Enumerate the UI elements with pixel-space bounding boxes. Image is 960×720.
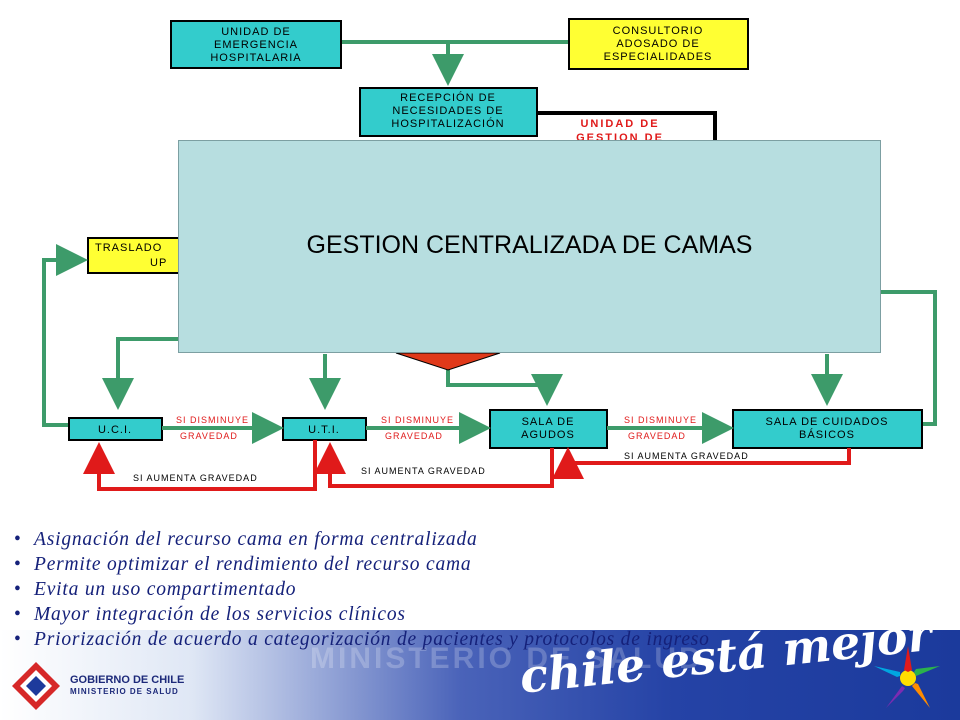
connector-recepcion-gestion xyxy=(537,111,717,140)
box-agudos: SALA DE AGUDOS xyxy=(489,409,608,449)
svg-text:UNIDAD DE: UNIDAD DE xyxy=(580,118,659,130)
box-uti: U.T.I. xyxy=(282,417,367,441)
svg-text:SI DISMINUYE: SI DISMINUYE xyxy=(176,415,249,425)
svg-text:SI DISMINUYE: SI DISMINUYE xyxy=(381,415,454,425)
svg-text:ADOSADO DE: ADOSADO DE xyxy=(616,38,699,50)
svg-text:RECEPCIÓN DE: RECEPCIÓN DE xyxy=(400,91,496,104)
svg-text:GRAVEDAD: GRAVEDAD xyxy=(180,431,238,441)
svg-text:CONSULTORIO: CONSULTORIO xyxy=(613,25,704,37)
svg-text:SALA DE CUIDADOS: SALA DE CUIDADOS xyxy=(766,416,889,428)
label-aumenta-1: SI AUMENTA GRAVEDAD xyxy=(133,473,258,483)
arrow-to-agudos xyxy=(446,366,563,406)
arrow-uci-to-traslado xyxy=(42,244,88,427)
label-disminuye-1: SI DISMINUYE xyxy=(176,415,249,425)
svg-text:U.C.I.: U.C.I. xyxy=(98,424,132,436)
svg-text:SI DISMINUYE: SI DISMINUYE xyxy=(624,415,697,425)
svg-text:HOSPITALARIA: HOSPITALARIA xyxy=(210,52,301,64)
bullet-item: Mayor integración de los servicios clíni… xyxy=(14,602,710,627)
svg-text:NECESIDADES DE: NECESIDADES DE xyxy=(392,105,503,117)
box-recepcion: RECEPCIÓN DE NECESIDADES DE HOSPITALIZAC… xyxy=(359,87,538,137)
svg-text:GRAVEDAD: GRAVEDAD xyxy=(385,431,443,441)
overlay-panel: GESTION CENTRALIZADA DE CAMAS xyxy=(178,140,881,353)
label-gravedad-1: GRAVEDAD xyxy=(180,431,238,441)
svg-text:U.T.I.: U.T.I. xyxy=(308,424,340,436)
svg-text:EMERGENCIA: EMERGENCIA xyxy=(214,39,298,51)
org-line1: GOBIERNO DE CHILE xyxy=(70,674,185,686)
bullet-item: Priorización de acuerdo a categorización… xyxy=(14,627,710,652)
arrow-to-uci xyxy=(102,337,178,410)
label-disminuye-2: SI DISMINUYE GRAVEDAD xyxy=(381,415,454,441)
bullet-item: Evita un uso compartimentado xyxy=(14,577,710,602)
svg-text:UP: UP xyxy=(150,257,167,269)
box-emergencia: UNIDAD DE EMERGENCIA HOSPITALARIA xyxy=(170,20,342,69)
box-consultorio: CONSULTORIO ADOSADO DE ESPECIALIDADES xyxy=(568,18,749,70)
svg-text:AGUDOS: AGUDOS xyxy=(521,429,575,441)
aumenta-arrows xyxy=(83,440,851,491)
star-logo-icon xyxy=(874,646,940,708)
svg-text:GRAVEDAD: GRAVEDAD xyxy=(628,431,686,441)
svg-text:UNIDAD DE: UNIDAD DE xyxy=(221,26,291,38)
gobierno-logo-icon xyxy=(12,662,60,710)
svg-text:SALA DE: SALA DE xyxy=(522,416,575,428)
overlay-title: GESTION CENTRALIZADA DE CAMAS xyxy=(306,231,753,259)
svg-text:HOSPITALIZACIÓN: HOSPITALIZACIÓN xyxy=(391,117,504,130)
box-traslado: TRASLADO UP xyxy=(87,237,193,274)
org-line2: MINISTERIO DE SALUD xyxy=(70,687,179,696)
top-connectors xyxy=(341,40,569,86)
box-uci: U.C.I. xyxy=(68,417,163,441)
svg-text:BÁSICOS: BÁSICOS xyxy=(799,428,855,441)
selector-triangle xyxy=(395,352,501,371)
green-connectors xyxy=(42,244,937,427)
svg-text:TRASLADO: TRASLADO xyxy=(95,242,162,254)
box-basicos: SALA DE CUIDADOS BÁSICOS xyxy=(732,409,923,449)
label-aumenta-3: SI AUMENTA GRAVEDAD xyxy=(624,451,749,461)
arrow-basicos-agudos xyxy=(552,447,851,479)
label-disminuye-3: SI DISMINUYE GRAVEDAD xyxy=(624,415,697,441)
svg-text:ESPECIALIDADES: ESPECIALIDADES xyxy=(604,51,713,63)
bullet-item: Asignación del recurso cama en forma cen… xyxy=(14,527,710,552)
footer-org: GOBIERNO DE CHILE MINISTERIO DE SALUD xyxy=(70,674,184,698)
flow-diagram: UNIDAD DE EMERGENCIA HOSPITALARIA CONSUL… xyxy=(42,18,937,491)
bullet-list: Asignación del recurso cama en forma cen… xyxy=(14,527,710,652)
label-aumenta-2: SI AUMENTA GRAVEDAD xyxy=(361,466,486,476)
bullet-item: Permite optimizar el rendimiento del rec… xyxy=(14,552,710,577)
connector-basicos-loop xyxy=(881,290,937,426)
